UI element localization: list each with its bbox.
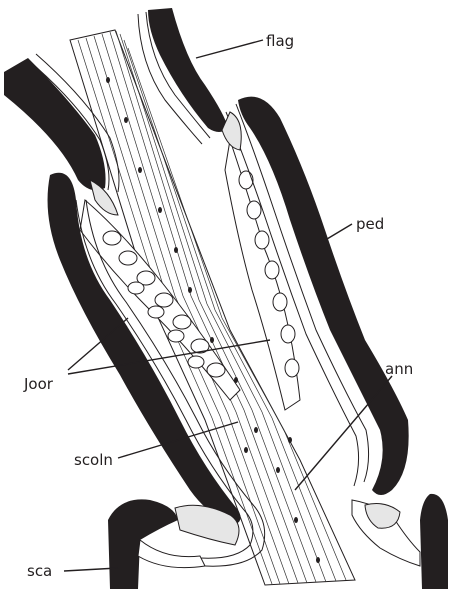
ann-leader bbox=[295, 376, 392, 490]
label-ann: ann bbox=[385, 360, 413, 378]
label-ped: ped bbox=[356, 215, 384, 233]
label-scoln: scoln bbox=[74, 451, 113, 469]
label-joor: Joor bbox=[23, 375, 54, 393]
ped-leader bbox=[322, 224, 352, 242]
label-flag: flag bbox=[266, 32, 294, 50]
label-sca: sca bbox=[27, 562, 52, 580]
flag-leader bbox=[196, 40, 263, 58]
cuticle-flagellum bbox=[138, 8, 228, 144]
